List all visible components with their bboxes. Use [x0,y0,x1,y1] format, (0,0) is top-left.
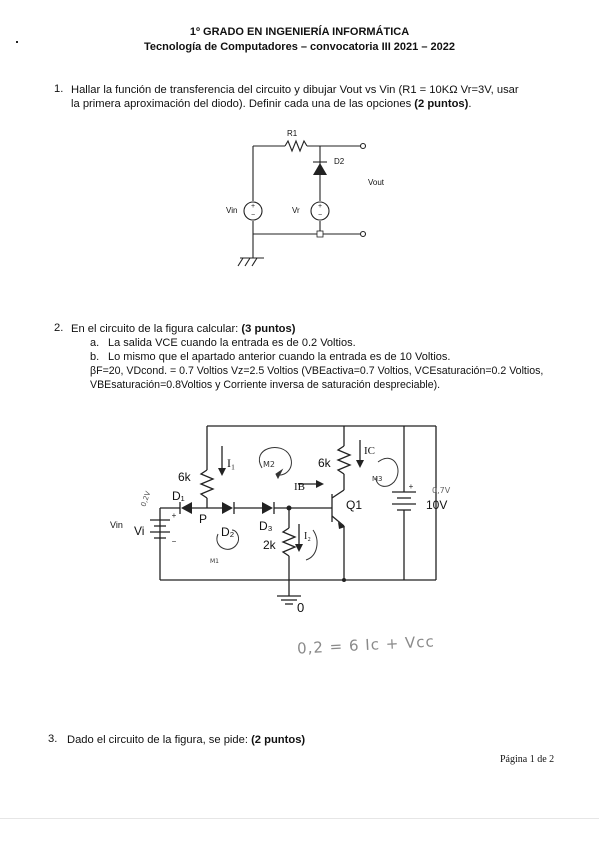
svg-text:+: + [251,203,255,210]
svg-text:−: − [251,212,255,219]
q2-label-d3: D₃ [259,519,273,533]
q2-b-marker: b. [90,351,100,363]
q2-label-10v: 10V [426,498,448,512]
q3-text-body: Dado el circuito de la figura, se pide: [67,734,252,746]
q2-label-i1: I₁ [227,456,236,470]
q2-a-text: La salida VCE cuando la entrada es de 0.… [108,337,356,349]
q2-intro: En el circuito de la figura calcular: (3… [71,322,295,336]
q3-number: 3. [48,733,58,745]
q3-text: Dado el circuito de la figura, se pide: … [67,733,305,747]
svg-text:−: − [172,537,177,546]
q2-label-r-mid: 2k [263,538,276,552]
q2-label-d2: D₂ [221,525,235,539]
header-degree: 1º GRADO EN INGENIERÍA INFORMÁTICA [189,26,410,38]
q1-label-d2: D2 [334,157,345,166]
q2-label-ib: IB [294,481,305,493]
q2-params-line1: βF=20, VDcond. = 0.7 Voltios Vz=2.5 Volt… [90,365,544,377]
q1-period: . [468,98,472,110]
scan-edge-line [0,818,599,819]
q2-label-p: P [199,512,208,526]
q2-label-i2: I₂ [304,531,311,542]
q2-label-m2: M2 [263,460,275,469]
q2-label-m1: M1 [210,558,219,565]
q2-handwritten-top: 0,7V [432,486,451,495]
q2-label-r-left: 6k [178,470,191,484]
q2-label-m3: M3 [372,475,383,483]
q2-label-ground: 0 [297,600,305,615]
q1-line2-text: la primera aproximación del diodo). Defi… [71,98,415,110]
q1-number: 1. [54,83,64,95]
svg-text:+: + [318,203,322,210]
q2-a-marker: a. [90,337,100,349]
header-course: Tecnología de Computadores – convocatori… [144,41,455,53]
q2-points: (3 puntos) [241,323,296,335]
q1-line1: Hallar la función de transferencia del c… [71,84,519,96]
q2-label-q1: Q1 [346,498,363,512]
q1-label-vout: Vout [368,178,385,187]
q1-label-r1: R1 [287,129,298,138]
q2-intro-text: En el circuito de la figura calcular: [71,323,242,335]
q2-label-ic: IC [364,445,375,457]
svg-text:−: − [318,212,322,219]
q1-label-vin: Vin [226,206,238,215]
q1-points: (2 puntos) [414,98,469,110]
q2-number: 2. [54,322,64,334]
q1-line2: la primera aproximación del diodo). Defi… [71,97,581,111]
svg-text:+: + [172,511,177,520]
q2-label-vi: Vi [134,524,145,538]
q2-label-r-right: 6k [318,456,331,470]
q3-points: (2 puntos) [251,734,306,746]
q2-label-d1: D₁ [172,489,185,503]
page-footer: Página 1 de 2 [500,754,555,765]
q1-label-vr: Vr [292,206,300,215]
scan-speck [16,41,18,43]
q2-label-vin: Vin [110,520,123,530]
q2-b-text: Lo mismo que el apartado anterior cuando… [108,351,451,363]
q2-params-line2: VBEsaturación=0.8Voltios y Corriente inv… [90,379,441,391]
svg-text:+: + [409,482,414,491]
